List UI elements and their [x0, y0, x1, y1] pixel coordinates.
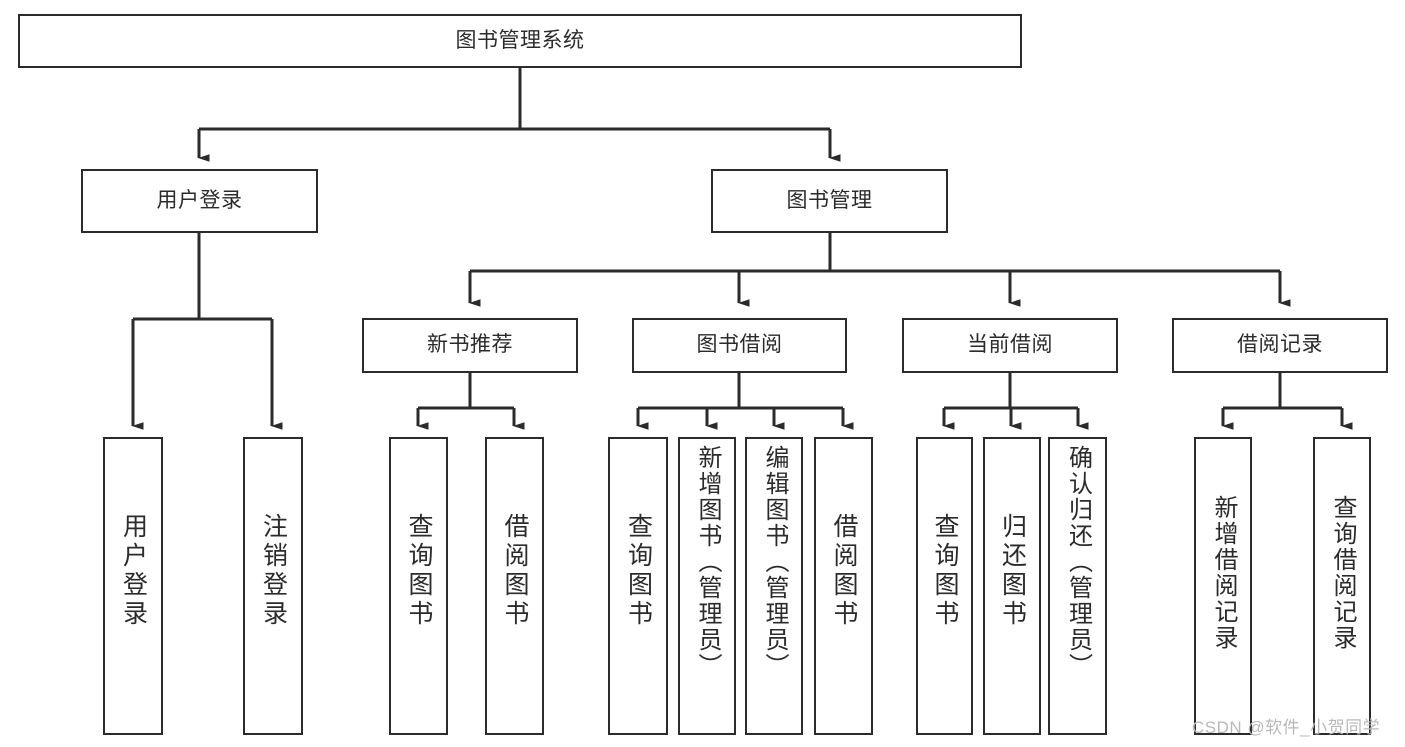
node-label: 图书借阅	[696, 333, 783, 357]
node-leaf-edit-book[interactable]: 编辑图书（管理员）	[745, 437, 803, 735]
node-label: 确认归还（管理员）	[1064, 445, 1092, 679]
node-borrow-record[interactable]: 借阅记录	[1172, 318, 1388, 373]
node-label: 注销登录	[259, 513, 288, 629]
node-label: 用户登录	[119, 513, 148, 629]
node-leaf-confirm-return[interactable]: 确认归还（管理员）	[1048, 437, 1107, 735]
node-new-book-recommend[interactable]: 新书推荐	[362, 318, 578, 373]
node-label: 图书管理系统	[455, 28, 585, 52]
node-label: 新书推荐	[427, 333, 513, 357]
node-leaf-user-logout[interactable]: 注销登录	[243, 437, 303, 735]
node-label: 当前借阅	[967, 333, 1053, 357]
node-label: 查询借阅记录	[1329, 495, 1356, 651]
node-leaf-query-book-2[interactable]: 查询图书	[608, 437, 668, 735]
node-root-system[interactable]: 图书管理系统	[18, 14, 1022, 68]
node-book-borrow[interactable]: 图书借阅	[632, 318, 847, 373]
node-leaf-add-record[interactable]: 新增借阅记录	[1194, 437, 1252, 735]
node-label: 查询图书	[405, 513, 433, 629]
node-leaf-query-record[interactable]: 查询借阅记录	[1313, 437, 1371, 735]
node-leaf-return-book[interactable]: 归还图书	[983, 437, 1041, 735]
node-label: 借阅图书	[501, 513, 529, 629]
node-label: 借阅记录	[1237, 333, 1323, 357]
node-label: 归还图书	[998, 513, 1027, 629]
node-leaf-borrow-book-1[interactable]: 借阅图书	[485, 437, 544, 735]
csdn-watermark: CSDN @软件_小贺同学	[1192, 718, 1381, 737]
node-label: 用户登录	[156, 188, 243, 212]
node-user-login[interactable]: 用户登录	[81, 169, 318, 233]
node-leaf-query-book-1[interactable]: 查询图书	[389, 437, 448, 735]
node-leaf-borrow-book-2[interactable]: 借阅图书	[814, 437, 873, 735]
node-label: 查询图书	[624, 513, 653, 629]
node-label: 图书管理	[786, 188, 873, 212]
node-leaf-query-book-3[interactable]: 查询图书	[916, 437, 973, 735]
node-label: 新增借阅记录	[1210, 495, 1237, 651]
node-label: 新增图书（管理员）	[694, 445, 721, 679]
node-book-manage[interactable]: 图书管理	[711, 169, 948, 233]
node-label: 查询图书	[931, 513, 959, 629]
node-label: 借阅图书	[830, 513, 858, 629]
node-label: 编辑图书（管理员）	[761, 445, 788, 679]
node-leaf-add-book[interactable]: 新增图书（管理员）	[678, 437, 736, 735]
node-current-borrow[interactable]: 当前借阅	[902, 318, 1118, 373]
node-leaf-user-login[interactable]: 用户登录	[103, 437, 163, 735]
